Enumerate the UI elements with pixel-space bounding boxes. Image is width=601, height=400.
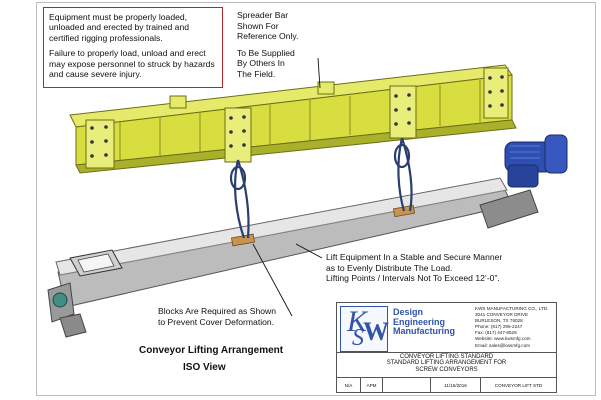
lug-plate-4 xyxy=(483,67,509,119)
bearing-housing xyxy=(52,292,68,308)
warning-text-1: Equipment must be properly loaded, unloa… xyxy=(49,12,189,43)
title-block: K W S Design Engineering Manufacturing K… xyxy=(336,302,557,393)
lug-plate-3 xyxy=(389,85,417,139)
top-lug-right xyxy=(317,81,335,95)
brand-name: Design Engineering Manufacturing xyxy=(393,307,455,336)
lift-note: Lift Equipment In a Stable and Secure Ma… xyxy=(326,252,566,284)
kws-logo: K W S xyxy=(340,305,389,352)
lift-note-line: Lift Equipment In a Stable and Secure Ma… xyxy=(326,252,503,262)
drawing-title: Conveyor Lifting Arrangement xyxy=(139,345,284,356)
drive-base xyxy=(479,189,539,229)
blocks-note: Blocks Are Required as Shown to Prevent … xyxy=(158,306,308,327)
spreader-note-line: To Be Supplied xyxy=(237,47,295,58)
leader-lines xyxy=(252,57,323,317)
blocks-note-line: to Prevent Cover Deformation. xyxy=(158,316,275,327)
blocks-note-line: Blocks Are Required as Shown xyxy=(158,306,276,316)
drawing-description: CONVEYOR LIFTING STANDARD STANDARD LIFTI… xyxy=(337,352,556,373)
lift-note-line: as to Evenly Distribute The Load. xyxy=(326,262,453,273)
warning-box: Equipment must be properly loaded, unloa… xyxy=(43,7,223,88)
spreader-note-line: Spreader Bar xyxy=(237,10,289,20)
spreader-note-line: By Others In xyxy=(237,58,285,69)
drawn-by-cell: APM xyxy=(361,378,383,393)
scale-cell: N/A xyxy=(337,378,361,393)
top-lug-left xyxy=(169,95,187,109)
spreader-note-line: Reference Only. xyxy=(237,31,299,42)
warning-text-2: Failure to properly load, unload and ere… xyxy=(49,48,215,80)
spreader-bar xyxy=(69,64,517,174)
drawing-number-cell: CONVEYOR LIFT STD xyxy=(494,383,543,388)
motor xyxy=(504,134,568,188)
lug-plate-1 xyxy=(85,119,115,169)
title-block-meta-row: N/A APM 11/15/2016 CONVEYOR LIFT STD xyxy=(337,377,556,393)
lift-note-line: Lifting Points / Intervals Not To Exceed… xyxy=(326,273,500,284)
spreader-bar-note: Spreader Bar Shown For Reference Only. T… xyxy=(237,10,357,80)
spreader-web xyxy=(75,74,513,166)
drawing-view-label: ISO View xyxy=(183,362,226,373)
blank-cell xyxy=(383,378,431,393)
lug-plate-2 xyxy=(224,107,252,163)
date-cell: 11/15/2016 xyxy=(431,378,481,393)
spreader-note-line: Shown For xyxy=(237,20,279,31)
drawing-frame xyxy=(36,2,596,396)
conveyor-foot xyxy=(59,313,87,338)
company-info: KWS MANUFACTURING CO., LTD. 3041 CONVEYO… xyxy=(475,306,549,348)
lifting-slings xyxy=(229,137,413,239)
spreader-note-line: The Field. xyxy=(237,68,276,79)
